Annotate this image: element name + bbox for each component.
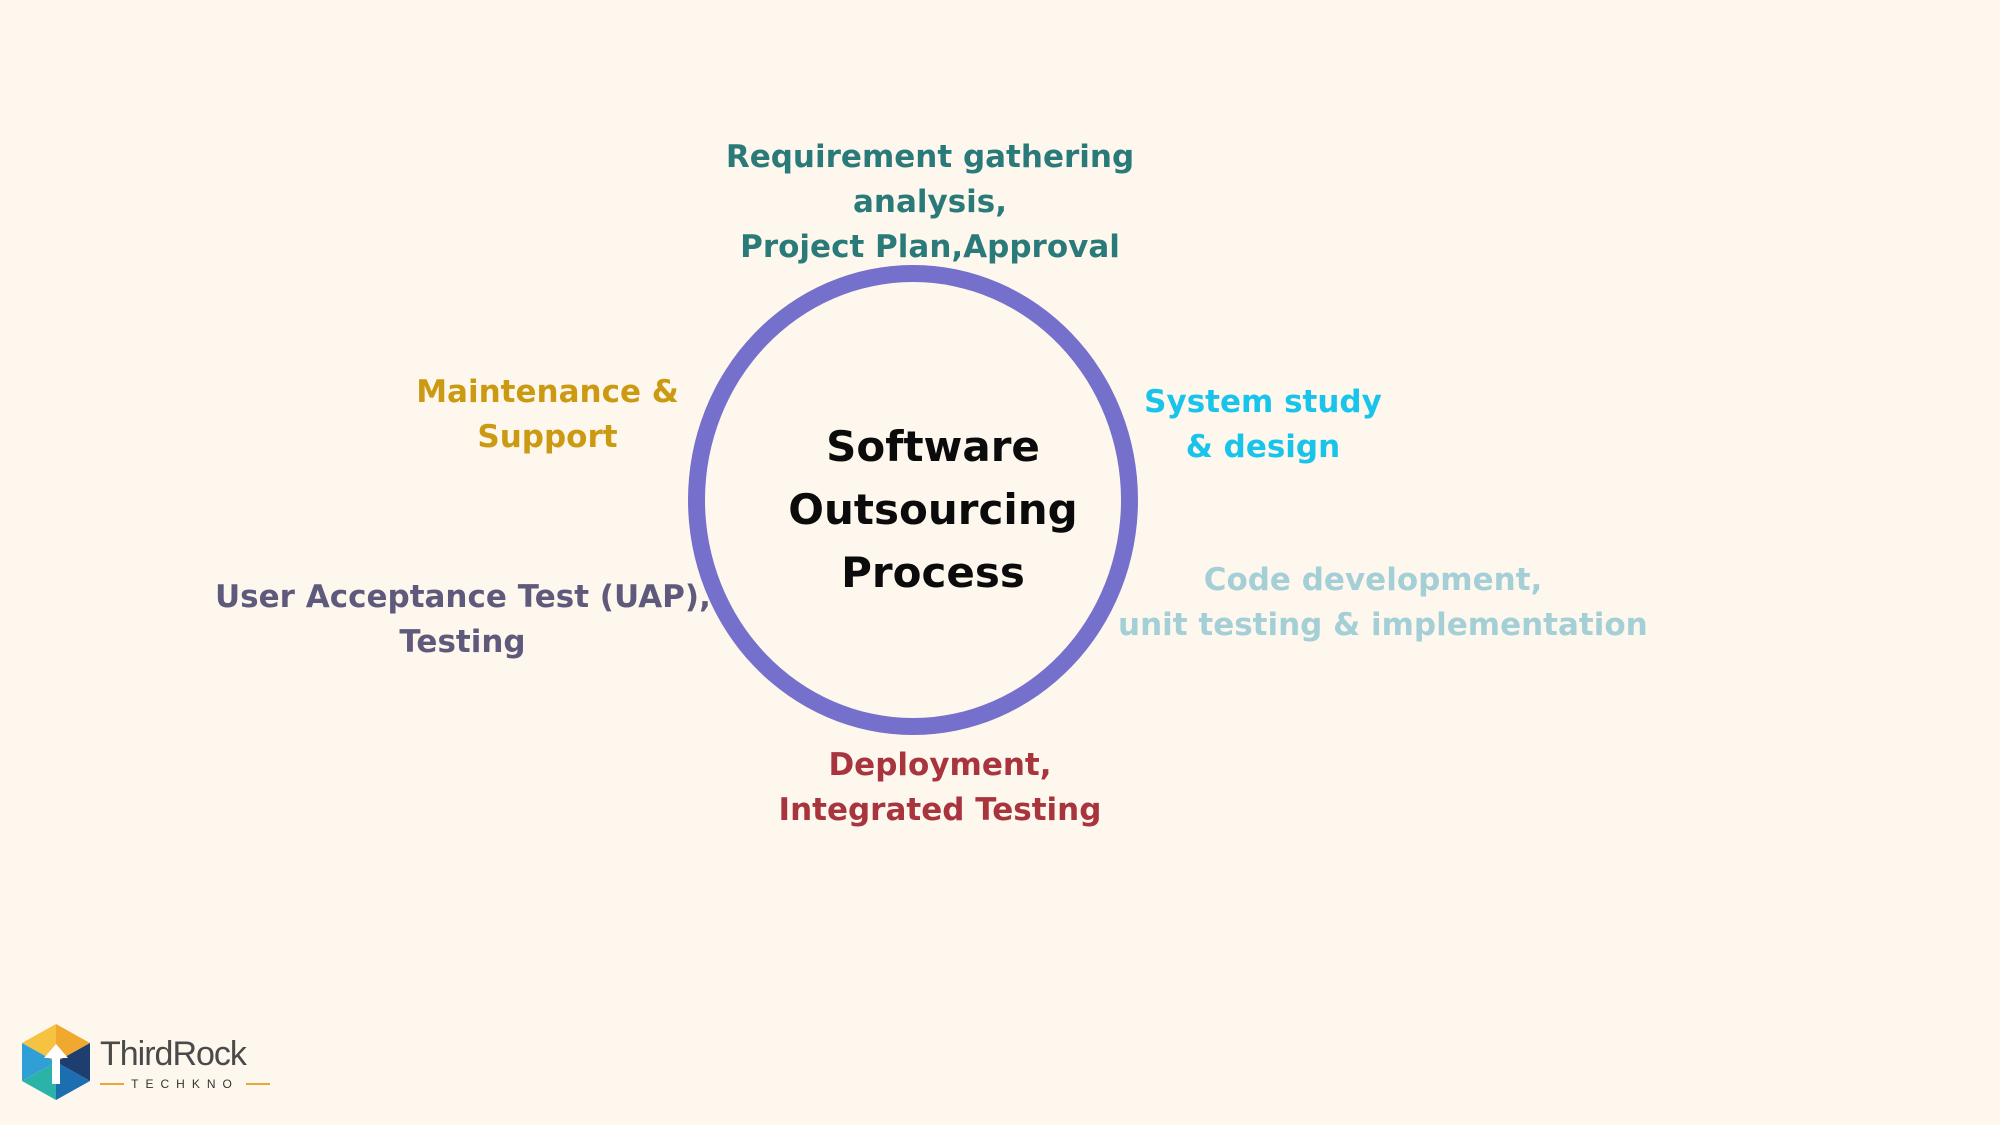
step-requirement-gathering: Requirement gathering analysis, Project …	[700, 135, 1160, 270]
step-system-study: System study & design	[1118, 380, 1408, 470]
step-label-line: User Acceptance Test (UAP),	[215, 579, 711, 615]
step-maintenance-support: Maintenance & Support	[405, 370, 690, 460]
step-label-line: analysis,	[852, 184, 1008, 220]
logo-name: ThirdRock	[100, 1035, 247, 1073]
step-label-line: unit testing & implementation	[1118, 607, 1648, 643]
diagram-title: Software Outsourcing Process	[713, 415, 1153, 604]
divider	[100, 1083, 124, 1085]
step-label-line: Requirement gathering	[725, 139, 1135, 175]
title-line: Process	[841, 548, 1025, 597]
step-deployment: Deployment, Integrated Testing	[760, 743, 1120, 833]
step-label-line: Integrated Testing	[778, 792, 1102, 828]
step-label-line: Maintenance &	[416, 374, 679, 410]
step-label-line: Support	[477, 419, 618, 455]
step-user-acceptance-test: User Acceptance Test (UAP), Testing	[215, 575, 711, 665]
step-label-line: Deployment,	[828, 747, 1052, 783]
title-line: Software	[826, 422, 1040, 471]
logo-tagline: TECHKNO	[131, 1077, 239, 1091]
divider	[246, 1083, 270, 1085]
step-label-line: Code development,	[1203, 562, 1543, 598]
title-line: Outsourcing	[788, 485, 1078, 534]
step-label-line: & design	[1185, 429, 1341, 465]
step-label-line: Testing	[399, 624, 526, 660]
hexagon-arrow-logo-icon	[22, 1024, 90, 1100]
step-label-line: Project Plan,Approval	[740, 229, 1120, 265]
company-logo: ThirdRock TECHKNO	[18, 1022, 270, 1102]
logo-tagline-group: TECHKNO	[100, 1076, 270, 1092]
step-code-development: Code development, unit testing & impleme…	[1118, 558, 1648, 648]
step-label-line: System study	[1144, 384, 1382, 420]
